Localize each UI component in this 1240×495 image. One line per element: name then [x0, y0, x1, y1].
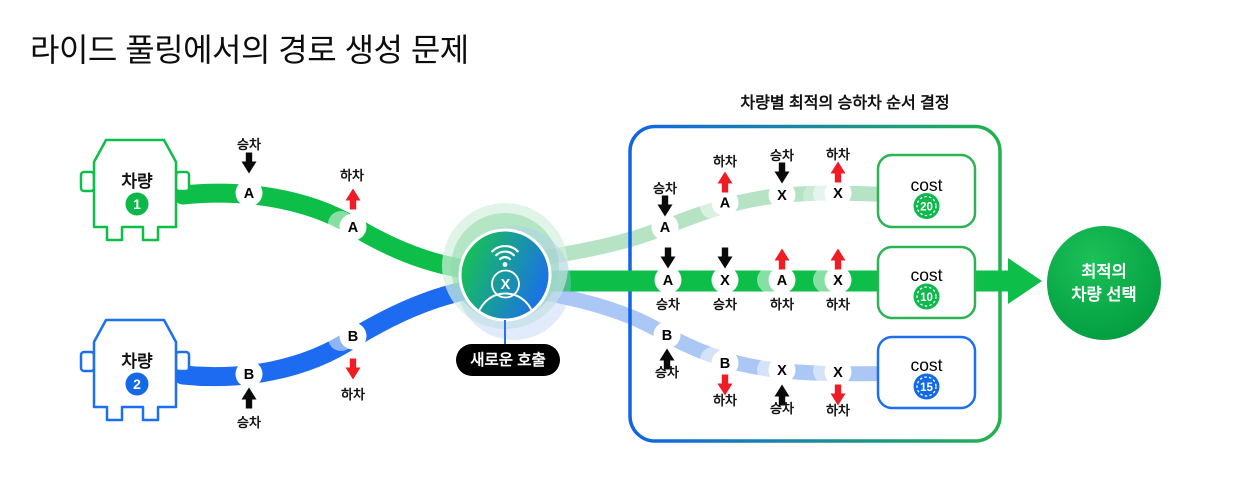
cost-value-3: 15	[920, 382, 933, 394]
node-o3-3: X	[757, 356, 796, 384]
board-label: 승차	[656, 297, 680, 312]
vehicle-2-body	[92, 318, 178, 422]
alight-label: 하차	[826, 147, 850, 162]
svg-text:A: A	[348, 220, 359, 236]
vehicle-2-number-badge	[125, 372, 149, 396]
alight-arrow-icon	[345, 358, 361, 380]
svg-text:B: B	[662, 328, 672, 344]
alight-label: 하차	[713, 154, 737, 169]
vehicle-1-mirror-left	[79, 170, 96, 193]
node-o2-3: A	[757, 266, 796, 294]
node-o1-4: X	[803, 179, 852, 209]
result-circle: 최적의 차량 선택	[1047, 226, 1161, 340]
result-text-line2: 차량 선택	[1071, 285, 1136, 304]
alight-label: 하차	[341, 387, 365, 402]
node-o3-4: X	[813, 358, 852, 386]
node-o2-1: A	[654, 266, 682, 294]
node-o1-3: X	[768, 181, 796, 209]
alight-label: 하차	[826, 297, 850, 312]
board-arrow-icon	[657, 195, 673, 217]
vehicle-2-mirror-right	[174, 350, 191, 373]
alight-arrow-icon	[345, 188, 361, 210]
svg-text:B: B	[720, 356, 730, 372]
svg-text:B: B	[244, 367, 254, 383]
board-arrow-icon	[241, 152, 257, 174]
svg-text:X: X	[777, 188, 787, 204]
hub: X 새로운 호출	[442, 203, 571, 376]
vehicle-1-label: 차량	[121, 172, 153, 191]
board-arrow-icon	[774, 162, 790, 184]
result-text-line1: 최적의	[1081, 262, 1127, 281]
node-o3-1: B	[653, 321, 681, 349]
node-v1-alight: A	[328, 211, 367, 241]
svg-text:X: X	[720, 273, 730, 289]
board-arrow-icon	[241, 387, 257, 409]
vehicle-2-number: 2	[133, 376, 141, 392]
board-label: 승차	[770, 148, 794, 163]
node-o1-1: A	[651, 213, 679, 241]
wifi-icon	[491, 244, 519, 267]
node-o2-2: X	[711, 266, 739, 294]
node-v2-alight: B	[328, 322, 367, 351]
new-call-callout: 새로운 호출	[456, 344, 560, 376]
alight-label: 하차	[826, 403, 850, 418]
svg-text:A: A	[244, 186, 255, 202]
alight-label: 하차	[713, 393, 737, 408]
board-label: 승차	[653, 181, 677, 196]
alight-arrow-icon	[717, 171, 733, 193]
svg-text:X: X	[833, 273, 843, 289]
board-arrow-icon	[717, 247, 733, 269]
cost-label-3: cost	[910, 355, 942, 375]
svg-text:A: A	[777, 273, 788, 289]
vehicle-2-mirror-left	[79, 350, 96, 373]
board-label: 승차	[713, 297, 737, 312]
vehicle-1-number: 1	[133, 196, 141, 212]
cost-box-2: cost 10	[876, 245, 977, 320]
svg-text:X: X	[833, 186, 843, 202]
hub-passenger-badge: X	[501, 277, 511, 293]
alight-arrow-icon	[774, 248, 790, 270]
cost-value-1: 20	[920, 202, 933, 214]
board-arrow-icon	[660, 247, 676, 269]
svg-text:A: A	[720, 196, 731, 212]
vehicle-2: 차량 2	[79, 318, 191, 422]
vehicle-2-label: 차량	[121, 352, 153, 371]
svg-text:X: X	[777, 363, 787, 379]
cost-label-1: cost	[910, 175, 942, 195]
cost-coin-1: 20	[913, 193, 940, 219]
optimal-arrow-icon	[1008, 258, 1042, 304]
new-call-callout-text: 새로운 호출	[470, 351, 546, 369]
alight-arrow-icon	[830, 248, 846, 270]
node-o3-2: B	[700, 347, 739, 377]
alight-arrow-icon	[830, 161, 846, 183]
node-o1-2: A	[700, 189, 739, 219]
svg-text:A: A	[663, 273, 674, 289]
svg-text:B: B	[348, 329, 358, 345]
panel-title: 차량별 최적의 승하차 순서 결정	[740, 93, 949, 112]
svg-text:X: X	[833, 365, 843, 381]
cost-coin-3: 15	[913, 373, 940, 400]
board-label: 승차	[237, 415, 261, 430]
svg-text:A: A	[660, 220, 671, 236]
cost-label-2: cost	[910, 265, 942, 285]
node-o2-4: X	[813, 266, 852, 294]
diagram-title: 라이드 풀링에서의 경로 생성 문제	[30, 32, 469, 68]
hub-circle	[458, 228, 552, 322]
vehicle-1-number-badge	[125, 192, 149, 216]
cost-coin-2: 10	[913, 283, 940, 310]
node-v2-board: B	[235, 360, 263, 388]
cost-value-2: 10	[920, 292, 933, 304]
node-v1-board: A	[235, 179, 263, 207]
vehicle-1-mirror-right	[174, 170, 191, 193]
board-label: 승차	[655, 365, 679, 380]
alight-label: 하차	[340, 168, 364, 183]
board-label: 승차	[770, 401, 794, 416]
vehicle-1: 차량 1	[79, 138, 191, 242]
vehicle-1-body	[92, 138, 178, 242]
alight-label: 하차	[770, 297, 794, 312]
cost-box-3: cost 15	[876, 335, 977, 410]
cost-box-1: cost 20	[876, 153, 977, 229]
board-label: 승차	[237, 137, 261, 152]
